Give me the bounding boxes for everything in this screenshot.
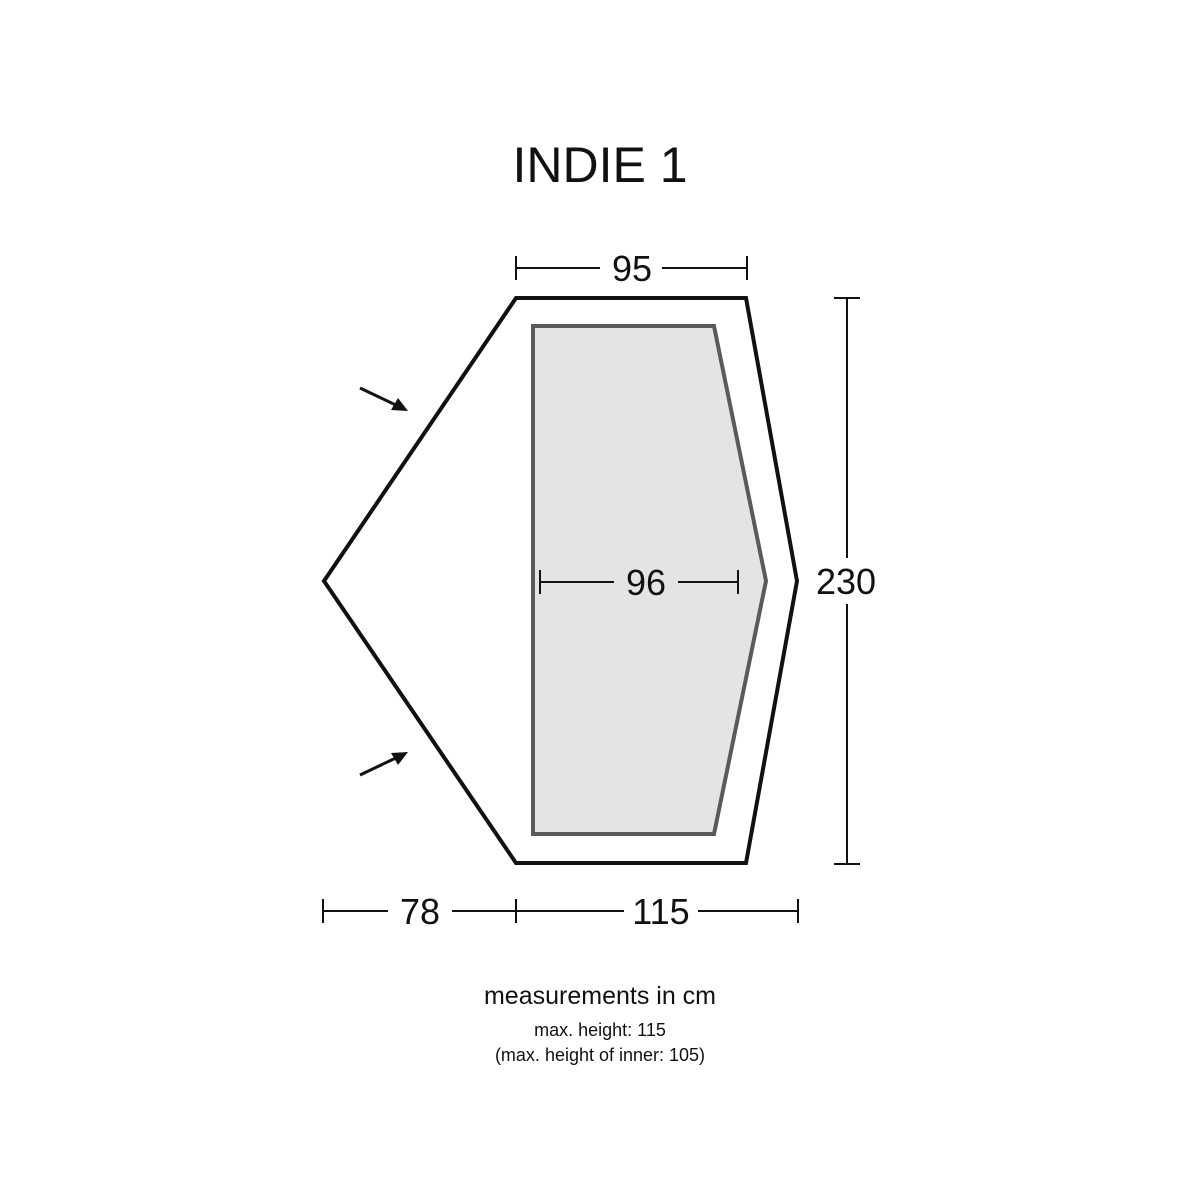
dimension-vestibule-depth: 78: [322, 891, 516, 932]
dimension-label-vestibule-depth: 78: [400, 891, 440, 932]
units-note: measurements in cm: [483, 982, 717, 1010]
entrance-arrow-icon: [359, 386, 408, 411]
inner-height-note: (max. height of inner: 105): [494, 1045, 706, 1065]
dimension-bottom-width: 115: [515, 891, 799, 932]
max-height-note: max. height: 115: [534, 1020, 666, 1040]
diagram-title: INDIE 1: [512, 137, 687, 193]
dimension-label-top-width: 95: [612, 248, 652, 289]
dimension-top-width: 95: [515, 248, 748, 289]
dimension-length: 230: [816, 297, 876, 865]
entrance-arrow-icon: [359, 752, 408, 777]
dimension-label-inner-width: 96: [626, 562, 666, 603]
dimension-label-bottom-width: 115: [632, 891, 689, 932]
inner-tent-area: [531, 324, 769, 836]
dimension-inner-width: 96: [539, 562, 739, 603]
dimension-label-length: 230: [816, 561, 876, 602]
